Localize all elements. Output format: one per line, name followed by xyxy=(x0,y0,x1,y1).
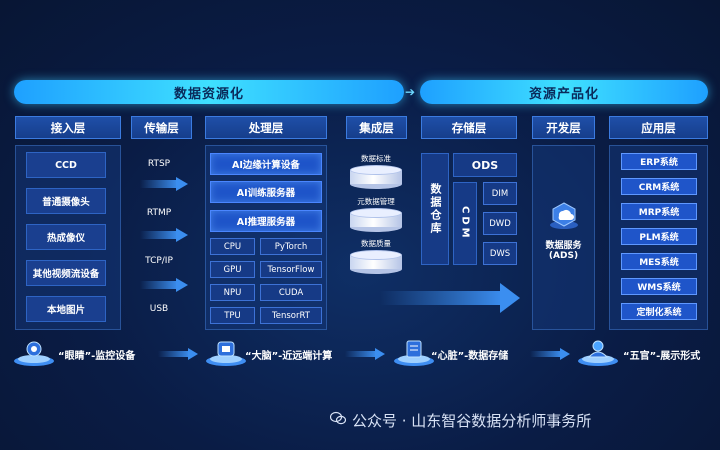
protocol-label: USB xyxy=(149,304,169,314)
wechat-icon xyxy=(329,410,347,426)
hardware-box: GPU xyxy=(210,261,255,278)
access-item: 热成像仪 xyxy=(26,224,106,250)
senses-display-icon xyxy=(576,337,620,367)
database-icon xyxy=(350,165,402,189)
hardware-box: NPU xyxy=(210,284,255,301)
protocol-label: RTMP xyxy=(146,208,172,218)
arrow-right-icon xyxy=(140,228,188,242)
app-system-box: ERP系统 xyxy=(621,153,697,170)
arrow-right-icon: ➔ xyxy=(405,85,416,99)
app-system-box: 定制化系统 xyxy=(621,303,697,320)
framework-box: TensorRT xyxy=(260,307,322,324)
layer-header-access: 接入层 xyxy=(15,116,121,139)
hardware-box: TPU xyxy=(210,307,255,324)
arrow-right-icon xyxy=(158,348,198,360)
access-item: 普通摄像头 xyxy=(26,188,106,214)
bottom-label-eyes: “眼睛”-监控设备 xyxy=(58,351,136,362)
processing-main-box: AI训练服务器 xyxy=(210,181,322,203)
database-icon xyxy=(350,208,402,232)
layer-header-storage: 存储层 xyxy=(421,116,517,139)
arrow-right-icon xyxy=(380,283,520,313)
app-system-box: CRM系统 xyxy=(621,178,697,195)
processing-main-box: AI边缘计算设备 xyxy=(210,153,322,175)
brain-chip-icon xyxy=(204,337,248,367)
layer-header-development: 开发层 xyxy=(532,116,595,139)
cloud-service-icon xyxy=(549,200,579,230)
arrow-right-icon xyxy=(140,278,188,292)
integration-label: 元数据管理 xyxy=(357,197,395,206)
processing-main-box: AI推理服务器 xyxy=(210,210,322,232)
dev-service-label: 数据服务 xyxy=(545,241,582,251)
heart-storage-icon xyxy=(392,337,436,367)
protocol-label: TCP/IP xyxy=(145,256,173,266)
database-icon xyxy=(350,250,402,274)
bottom-label-heart: “心脏”-数据存储 xyxy=(431,351,509,362)
dwd-box: DWD xyxy=(483,212,517,235)
dev-service-sublabel: (ADS) xyxy=(548,251,579,261)
integration-label: 数据标准 xyxy=(361,154,391,163)
cdm-box: CDM xyxy=(453,182,477,265)
layer-header-application: 应用层 xyxy=(609,116,708,139)
protocol-label: RTSP xyxy=(147,159,171,169)
access-item: 其他视频流设备 xyxy=(26,260,106,286)
dws-box: DWS xyxy=(483,242,517,265)
dim-box: DIM xyxy=(483,182,517,205)
warehouse-box: 数据仓库 xyxy=(421,153,449,265)
access-item: CCD xyxy=(26,152,106,178)
bottom-label-brain: “大脑”-近远端计算 xyxy=(245,351,333,362)
app-system-box: MRP系统 xyxy=(621,203,697,220)
layer-header-processing: 处理层 xyxy=(205,116,327,139)
ods-box: ODS xyxy=(453,153,517,177)
app-system-box: PLM系统 xyxy=(621,228,697,245)
app-system-box: WMS系统 xyxy=(621,278,697,295)
development-panel xyxy=(532,145,595,330)
integration-label: 数据质量 xyxy=(361,239,391,248)
hardware-box: CPU xyxy=(210,238,255,255)
banner-resource-product: 资源产品化 xyxy=(420,80,708,104)
footer-watermark: 公众号 · 山东智谷数据分析师事务所 xyxy=(352,412,592,430)
arrow-right-icon xyxy=(140,177,188,191)
bottom-label-senses: “五官”-展示形式 xyxy=(623,351,701,362)
app-system-box: MES系统 xyxy=(621,253,697,270)
access-item: 本地图片 xyxy=(26,296,106,322)
framework-box: PyTorch xyxy=(260,238,322,255)
banner-data-resource: 数据资源化 xyxy=(14,80,404,104)
eye-camera-icon xyxy=(12,337,56,367)
arrow-right-icon xyxy=(345,348,385,360)
layer-header-integration: 集成层 xyxy=(346,116,407,139)
arrow-right-icon xyxy=(530,348,570,360)
framework-box: CUDA xyxy=(260,284,322,301)
layer-header-transport: 传输层 xyxy=(131,116,192,139)
framework-box: TensorFlow xyxy=(260,261,322,278)
